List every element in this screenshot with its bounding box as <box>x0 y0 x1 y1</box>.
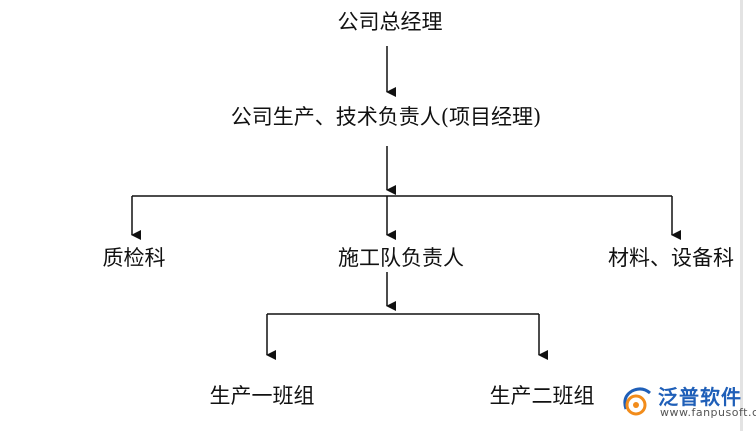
node-production-tech-head: 公司生产、技术负责人(项目经理) <box>230 105 542 129</box>
node-quality-dept: 质检科 <box>102 246 166 270</box>
node-crew-2: 生产二班组 <box>489 384 595 408</box>
right-edge-rule <box>740 0 743 431</box>
brand-logo-icon <box>623 387 651 416</box>
node-materials-equipment-dept: 材料、设备科 <box>608 246 734 270</box>
node-general-manager: 公司总经理 <box>337 10 443 34</box>
watermark-brand: 泛普软件 <box>658 385 742 409</box>
watermark-url: www.fanpusoft.com <box>660 406 756 419</box>
node-construction-team-head: 施工队负责人 <box>338 246 464 270</box>
watermark: 泛普软件 www.fanpusoft.com <box>620 381 756 425</box>
node-crew-1: 生产一班组 <box>209 384 315 408</box>
